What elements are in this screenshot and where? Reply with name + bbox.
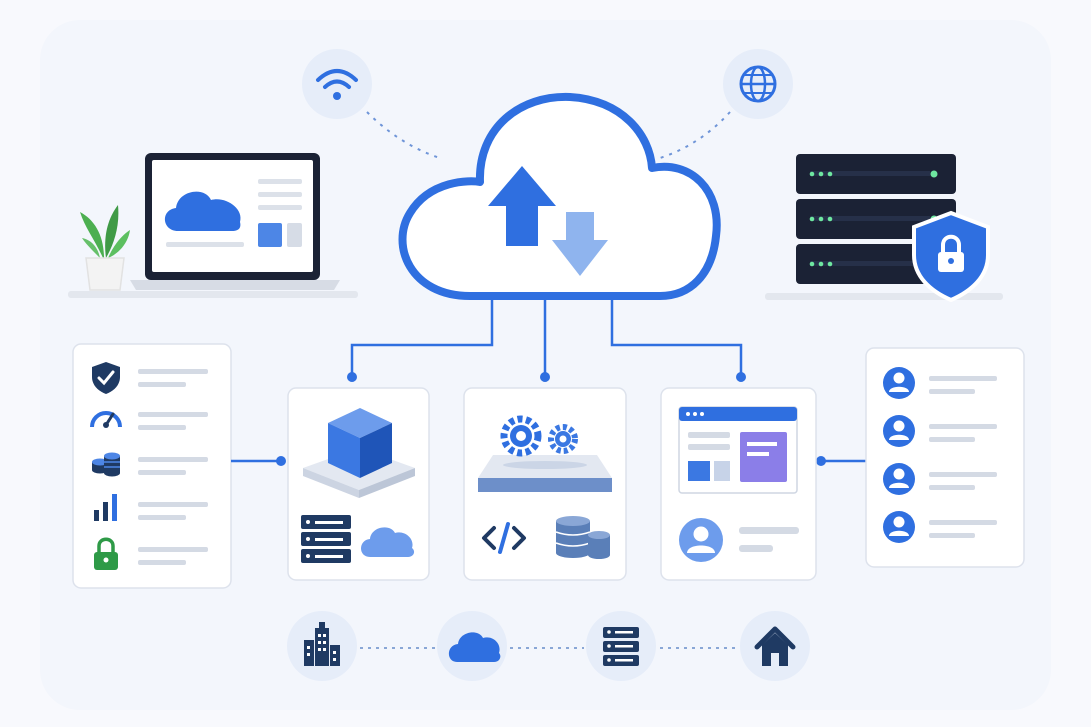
placeholder-line — [138, 515, 186, 520]
compute-card — [287, 387, 430, 581]
platform-tray — [478, 455, 612, 492]
placeholder-line — [138, 369, 208, 374]
buildings-icon — [287, 611, 357, 681]
home-icon — [740, 611, 810, 681]
coins-icon — [92, 452, 120, 477]
plant-icon — [80, 205, 130, 291]
user-icon — [883, 463, 915, 495]
placeholder-line — [929, 533, 975, 538]
automation-card — [463, 387, 627, 581]
lock-icon — [94, 537, 118, 570]
server-icon — [586, 611, 656, 681]
placeholder-line — [138, 412, 208, 417]
laptop-icon — [68, 153, 358, 298]
database-icon — [555, 516, 610, 559]
cloud-icon — [361, 527, 415, 557]
code-icon — [482, 522, 526, 554]
placeholder-line — [929, 472, 997, 477]
user-icon — [883, 511, 915, 543]
wifi-icon — [302, 49, 372, 119]
wifi-link — [366, 111, 441, 159]
browser-window-icon — [678, 406, 798, 494]
bar-chart-icon — [94, 494, 117, 521]
dashboard-card — [660, 387, 817, 581]
placeholder-line — [138, 547, 208, 552]
placeholder-line — [929, 424, 997, 429]
globe-icon — [723, 49, 793, 119]
placeholder-line — [929, 389, 975, 394]
server-icon — [301, 515, 351, 563]
cloud-connectors — [347, 300, 746, 382]
placeholder-line — [138, 502, 208, 507]
shield-check-icon — [92, 362, 120, 394]
placeholder-line — [138, 457, 208, 462]
placeholder-line — [929, 437, 975, 442]
speedometer-icon — [90, 411, 122, 428]
placeholder-line — [138, 382, 186, 387]
placeholder-line — [929, 376, 997, 381]
download-arrow-icon — [552, 212, 608, 276]
placeholder-line — [929, 485, 975, 490]
user-icon — [883, 367, 915, 399]
cloud-icon — [437, 611, 507, 681]
cube-icon — [303, 408, 415, 498]
upload-arrow-icon — [488, 166, 556, 246]
user-avatar-icon — [679, 518, 723, 562]
placeholder-line — [138, 560, 186, 565]
placeholder-line — [929, 520, 997, 525]
central-cloud — [398, 92, 721, 300]
user-icon — [883, 415, 915, 447]
placeholder-line — [739, 527, 799, 534]
placeholder-line — [138, 425, 186, 430]
gears-icon — [500, 415, 578, 457]
right-user-panel — [816, 347, 1025, 568]
placeholder-line — [138, 470, 186, 475]
placeholder-line — [739, 545, 773, 552]
shield-lock-icon — [912, 210, 990, 303]
left-feature-panel — [72, 343, 286, 589]
